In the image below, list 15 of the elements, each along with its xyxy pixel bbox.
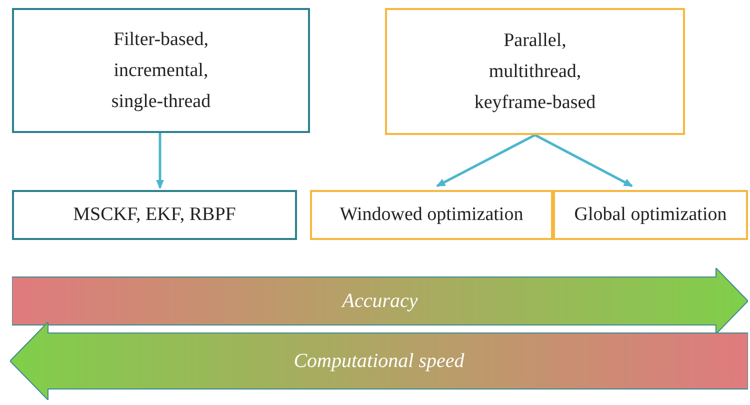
- process-box: [553, 190, 748, 240]
- arrow-label: Computational speed: [294, 349, 464, 374]
- box-text: Global optimization: [574, 202, 727, 227]
- process-box: [310, 190, 553, 240]
- arrow: [156, 133, 164, 189]
- process-box: [12, 190, 297, 240]
- arrow-label: Accuracy: [342, 289, 418, 314]
- process-box: [12, 8, 310, 133]
- arrow: [534, 134, 633, 188]
- box-text: MSCKF, EKF, RBPF: [73, 202, 236, 227]
- box-text: Parallel, multithread, keyframe-based: [473, 29, 597, 115]
- process-box: [385, 8, 685, 135]
- box-text: Filter-based, incremental, single-thread: [110, 28, 212, 114]
- box-text: Windowed optimization: [340, 202, 524, 227]
- arrow: [436, 134, 536, 188]
